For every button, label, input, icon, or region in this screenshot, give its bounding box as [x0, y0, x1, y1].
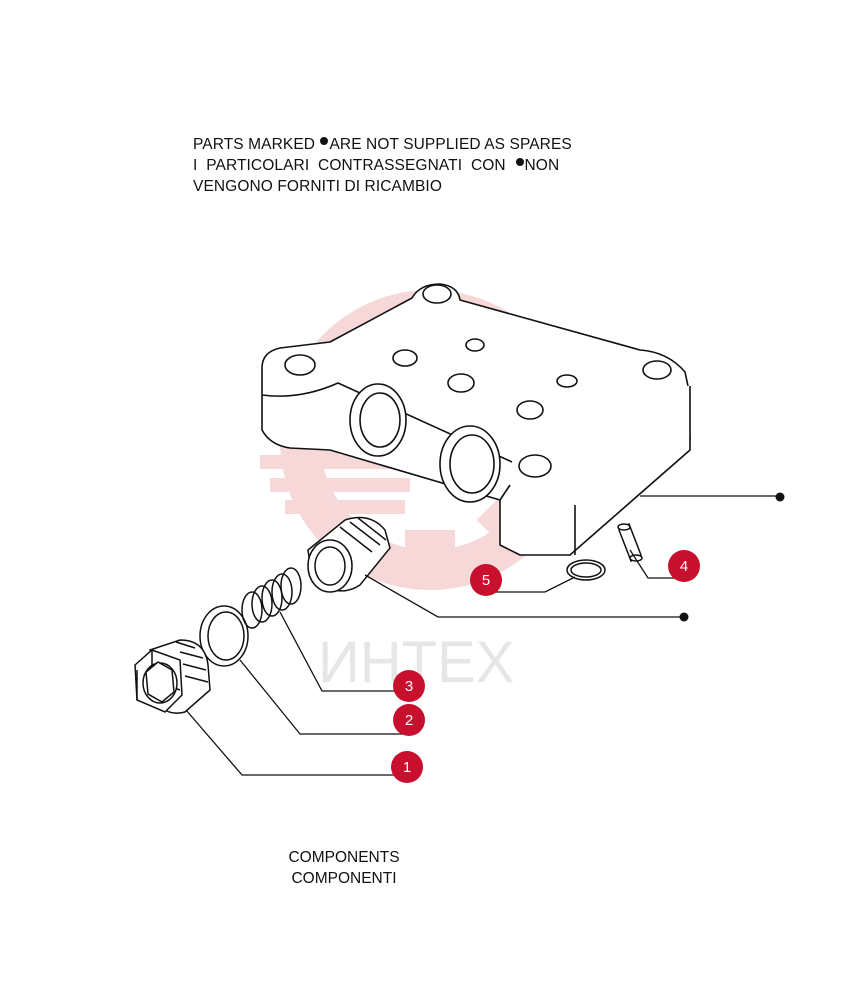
note-line-2: I PARTICOLARI CONTRASSEGNATI CON NON	[193, 157, 560, 174]
roll-pin	[617, 522, 643, 563]
svg-text:2: 2	[405, 712, 413, 729]
leader-line-plunger	[364, 574, 682, 618]
callout-badge-5[interactable]: 5	[470, 564, 502, 596]
callout-badge-2[interactable]: 2	[393, 704, 425, 736]
leader-line-1	[185, 709, 406, 776]
svg-text:4: 4	[680, 558, 688, 575]
leader-lines	[185, 495, 780, 776]
callout-badge-1[interactable]: 1	[391, 751, 423, 783]
not-supplied-marker-icon	[320, 137, 329, 145]
small-o-ring	[566, 559, 606, 581]
callout-badge-3[interactable]: 3	[393, 670, 425, 702]
spares-note: PARTS MARKED ARE NOT SUPPLIED AS SPARES …	[193, 134, 572, 197]
valve-plunger	[307, 516, 391, 593]
svg-text:3: 3	[405, 678, 413, 695]
note-line-1: PARTS MARKED ARE NOT SUPPLIED AS SPARES	[193, 136, 572, 153]
leader-line-2	[239, 659, 406, 735]
callout-badge-4[interactable]: 4	[668, 550, 700, 582]
svg-text:1: 1	[403, 759, 411, 776]
sealing-washer	[199, 605, 249, 667]
leader-line-4	[629, 549, 684, 579]
leader-line-5	[488, 576, 576, 593]
caption-line-english: COMPONENTS	[288, 849, 400, 866]
not-supplied-marker-icon	[515, 158, 524, 166]
spring	[241, 567, 302, 629]
not-supplied-marker-icon	[775, 492, 785, 502]
valve-body	[261, 283, 691, 556]
svg-text:5: 5	[482, 572, 490, 589]
hex-plug	[134, 639, 211, 714]
leader-line-3	[279, 611, 407, 692]
not-supplied-marker-icon	[679, 612, 689, 622]
figure-caption: COMPONENTS COMPONENTI	[0, 847, 688, 889]
note-line-3: VENGONO FORNITI DI RICAMBIO	[193, 178, 442, 195]
caption-line-italian: COMPONENTI	[291, 870, 397, 887]
